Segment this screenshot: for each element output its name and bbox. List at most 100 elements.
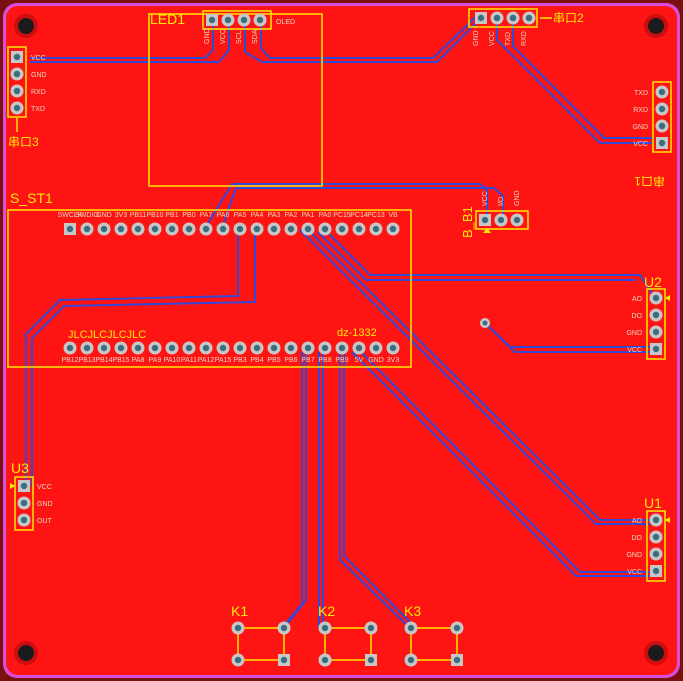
u2-header [646, 288, 666, 360]
u2-pin-label: GND [626, 330, 642, 337]
port-right-pin-rxd [655, 102, 669, 116]
s-st1-bottom-pin [250, 341, 264, 355]
led1-pin-scl [237, 13, 251, 27]
s-st1-top-label: PA6 [217, 212, 230, 219]
trace-led-sda [260, 15, 478, 59]
port-right-pin-txd [655, 85, 669, 99]
s-st1-bottom-label: PB14 [95, 357, 112, 364]
s-st1-top-pin [386, 222, 400, 236]
s-st1-bottom-pin [301, 341, 315, 355]
s-st1-bottom-label: PB3 [233, 357, 246, 364]
s-st1-bottom-pin [386, 341, 400, 355]
s-st1-top-label: PB11 [130, 212, 147, 219]
s-st1-top-label: PA3 [268, 212, 281, 219]
s-st1-bottom-label: PB12 [61, 357, 78, 364]
s-st1-bottom-label: PA15 [215, 357, 232, 364]
s-st1-ref: S_ST1 [10, 190, 53, 206]
s-st1-bottom-label: PA10 [164, 357, 181, 364]
s-st1-outline [7, 209, 412, 368]
component-s-st1[interactable]: S_ST1 JLCJLCJLCJLC dz-1332 SWCLKSWDIOGND… [7, 190, 412, 368]
s-st1-top-label: PA7 [200, 212, 213, 219]
s-st1-top-label: PA4 [251, 212, 264, 219]
s-st1-top-label: PA1 [302, 212, 315, 219]
port2-pin-label: GND [473, 30, 480, 46]
s-st1-bottom-pin [182, 341, 196, 355]
port3-pin-label: VCC [31, 55, 46, 62]
u2-pin-vcc [650, 343, 662, 355]
u1-pin-do [649, 530, 663, 544]
s-st1-top-label: SWCLK [58, 212, 83, 219]
s-st1-top-pin [369, 222, 383, 236]
trace-via-u2-b [484, 322, 650, 348]
s-st1-bottom-pin [114, 341, 128, 355]
k1-pad-1 [231, 621, 245, 635]
port2-pin-rxd [522, 11, 536, 25]
port2-ref: 串口2 [553, 11, 584, 25]
trace-bb1-a [204, 183, 488, 229]
button-k2[interactable]: K2 [318, 603, 378, 667]
s-st1-bottom-pin [131, 341, 145, 355]
s-st1-bottom-label: PB5 [267, 357, 280, 364]
k3-ref: K3 [404, 603, 421, 619]
s-st1-bottom-label: PB9 [335, 357, 348, 364]
k3-pad-3 [404, 653, 418, 667]
trace-led-gnd [30, 20, 230, 63]
b-b1-pin-gnd [510, 213, 524, 227]
u2-pin-label: DO [632, 313, 643, 320]
s-st1-top-pin [301, 222, 315, 236]
u3-marker [10, 483, 15, 489]
button-k3[interactable]: K3 [404, 603, 464, 667]
port-right-pin-label: GND [632, 124, 648, 131]
s-st1-bottom-label: PA11 [181, 357, 197, 364]
port-right-ref: 串口1 [634, 174, 665, 188]
s-st1-top-pin [352, 222, 366, 236]
u2-pin-label: AO [632, 296, 643, 303]
port3-pin-txd [10, 101, 24, 115]
b-b1-pin-vcc [479, 214, 491, 226]
s-st1-top-pin [284, 222, 298, 236]
trace-u1-ao [305, 227, 655, 521]
port3-pin-vcc [11, 51, 23, 63]
u3-ref: U3 [11, 460, 29, 476]
k1-ref: K1 [231, 603, 248, 619]
u1-pin-label: GND [626, 552, 642, 559]
port3-pin-rxd [10, 84, 24, 98]
port-right-pin-label: TXD [634, 90, 648, 97]
s-st1-bottom-pin [199, 341, 213, 355]
b-b1-pin-io [494, 213, 508, 227]
u2-pin-label: VCC [627, 347, 642, 354]
s-st1-top-pin [335, 222, 349, 236]
trace-u3-a [25, 228, 239, 486]
u1-pin-ao [649, 513, 663, 527]
port3-ref: 串口3 [8, 135, 39, 149]
s-st1-bottom-pin [216, 341, 230, 355]
button-k1[interactable]: K1 [231, 603, 291, 667]
s-st1-top-pin [267, 222, 281, 236]
port-right-pin-label: RXD [633, 107, 648, 114]
s-st1-bottom-label: PB8 [318, 357, 331, 364]
trace-k3-b [343, 352, 415, 627]
s-st1-top-label: PA2 [285, 212, 298, 219]
s-st1-bottom-label: 5V [355, 357, 364, 364]
k2-pad-2 [364, 621, 378, 635]
port-right-header [652, 81, 672, 153]
s-st1-top-label: PB0 [182, 212, 195, 219]
s-st1-top-label: PC15 [333, 212, 351, 219]
s-st1-text2: dz-1332 [337, 327, 377, 339]
port3-pin-label: RXD [31, 89, 46, 96]
u1-pin-label: AO [632, 518, 643, 525]
port3-pin-label: GND [31, 72, 47, 79]
k2-pad-3 [318, 653, 332, 667]
s-st1-bottom-label: PB15 [112, 357, 129, 364]
trace-led-vcc [30, 20, 214, 59]
s-st1-bottom-label: PB4 [250, 357, 263, 364]
